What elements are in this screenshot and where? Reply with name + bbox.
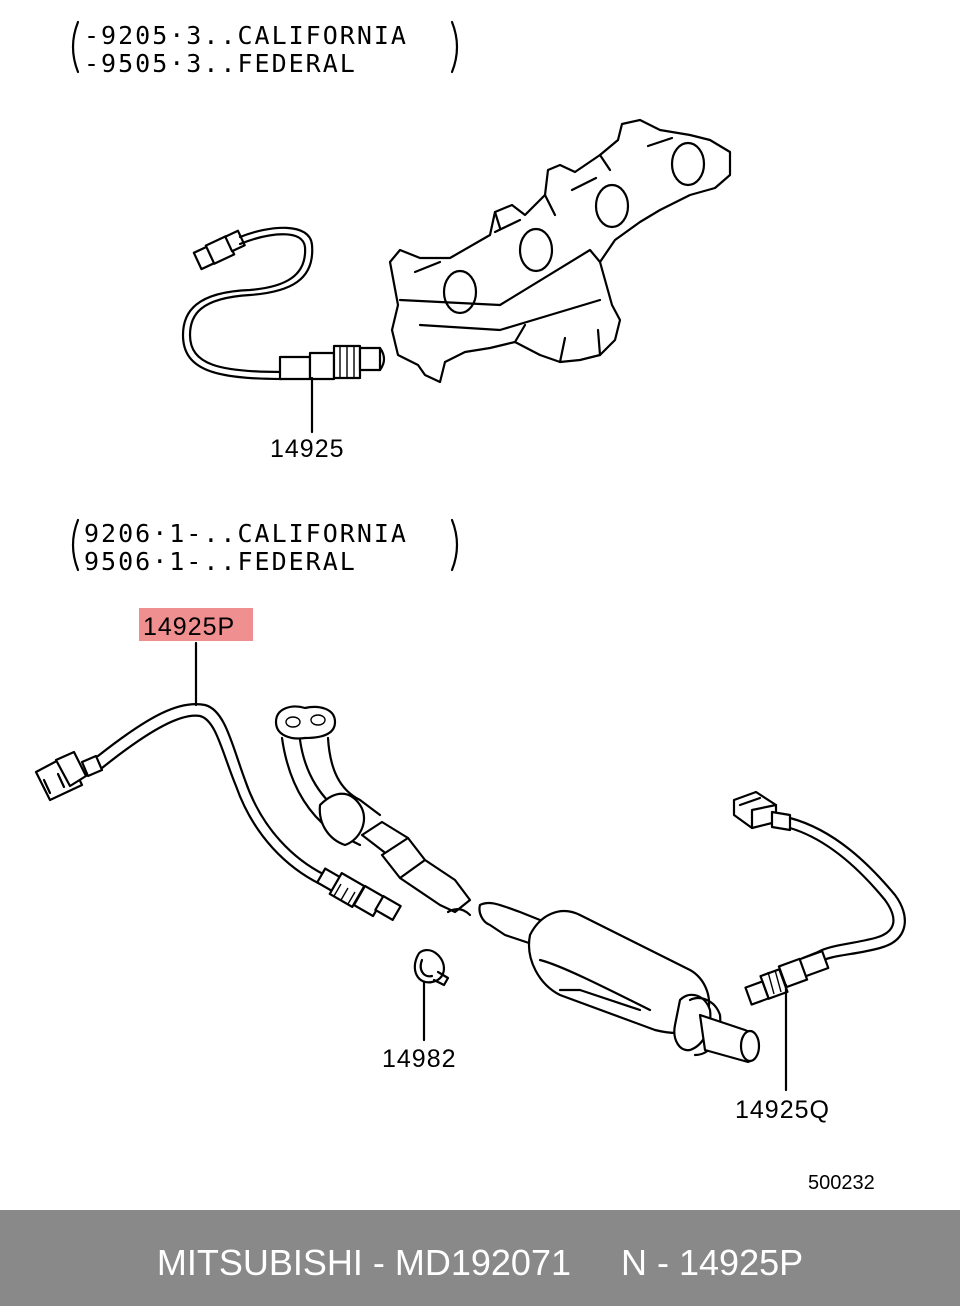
note-bottom-line2: 9506·1-..FEDERAL — [84, 547, 357, 576]
callout-14925Q: 14925Q — [735, 1096, 830, 1124]
clamp-14982 — [413, 949, 450, 1042]
footer-position: N - 14925P — [621, 1242, 804, 1283]
note-top-line1: -9205·3..CALIFORNIA — [84, 21, 408, 50]
callout-14925P[interactable]: 14925P — [143, 613, 235, 641]
footer-gap — [571, 1242, 621, 1283]
footer-bar: MITSUBISHI - MD192071 N - 14925P — [0, 1210, 960, 1306]
parts-diagram: -9205·3..CALIFORNIA -9505·3..FEDERAL 149… — [34, 20, 906, 1194]
callout-14982: 14982 — [382, 1045, 457, 1073]
footer-separator: - — [362, 1242, 395, 1283]
exhaust-front-pipe — [274, 705, 472, 917]
footer-brand: MITSUBISHI — [156, 1242, 363, 1283]
applicability-note-top: -9205·3..CALIFORNIA -9505·3..FEDERAL — [71, 20, 459, 78]
oxygen-sensor-upper — [181, 226, 386, 434]
footer-part-number: MD192071 — [394, 1242, 571, 1283]
document-number: 500232 — [808, 1172, 875, 1194]
oxygen-sensor-front — [34, 641, 402, 922]
note-bottom-line1: 9206·1-..CALIFORNIA — [84, 519, 408, 548]
callout-14925: 14925 — [270, 435, 345, 463]
catalytic-converter — [478, 901, 761, 1064]
footer-label: MITSUBISHI - MD192071 N - 14925P — [0, 1210, 960, 1306]
callout-highlight — [139, 608, 253, 641]
oxygen-sensor-rear — [732, 790, 906, 1092]
applicability-note-bottom: 9206·1-..CALIFORNIA 9506·1-..FEDERAL — [71, 518, 459, 576]
note-top-line2: -9505·3..FEDERAL — [84, 49, 357, 78]
exhaust-manifold-drawing — [388, 118, 732, 384]
